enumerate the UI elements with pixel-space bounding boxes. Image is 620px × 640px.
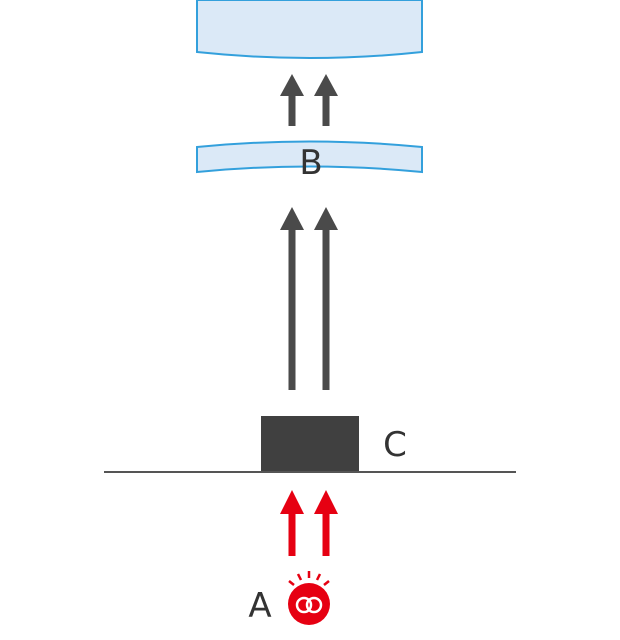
red-arrowhead-right	[314, 490, 338, 514]
upper-arrowhead-right	[314, 74, 338, 96]
upper-arrowhead-left	[280, 74, 304, 96]
middle-arrowhead-right	[314, 207, 338, 230]
objective-lens	[196, 0, 423, 59]
middle-light-arrows	[280, 207, 338, 390]
label-c: C	[383, 425, 407, 465]
upper-light-arrows	[280, 74, 338, 126]
source-light-arrows	[280, 490, 338, 556]
label-a: A	[248, 586, 271, 626]
red-arrowhead-left	[280, 490, 304, 514]
middle-arrowhead-left	[280, 207, 304, 230]
light-bulb-icon	[288, 571, 330, 625]
label-b: B	[299, 143, 322, 183]
condenser-lens	[196, 140, 423, 174]
specimen-block	[261, 416, 359, 472]
